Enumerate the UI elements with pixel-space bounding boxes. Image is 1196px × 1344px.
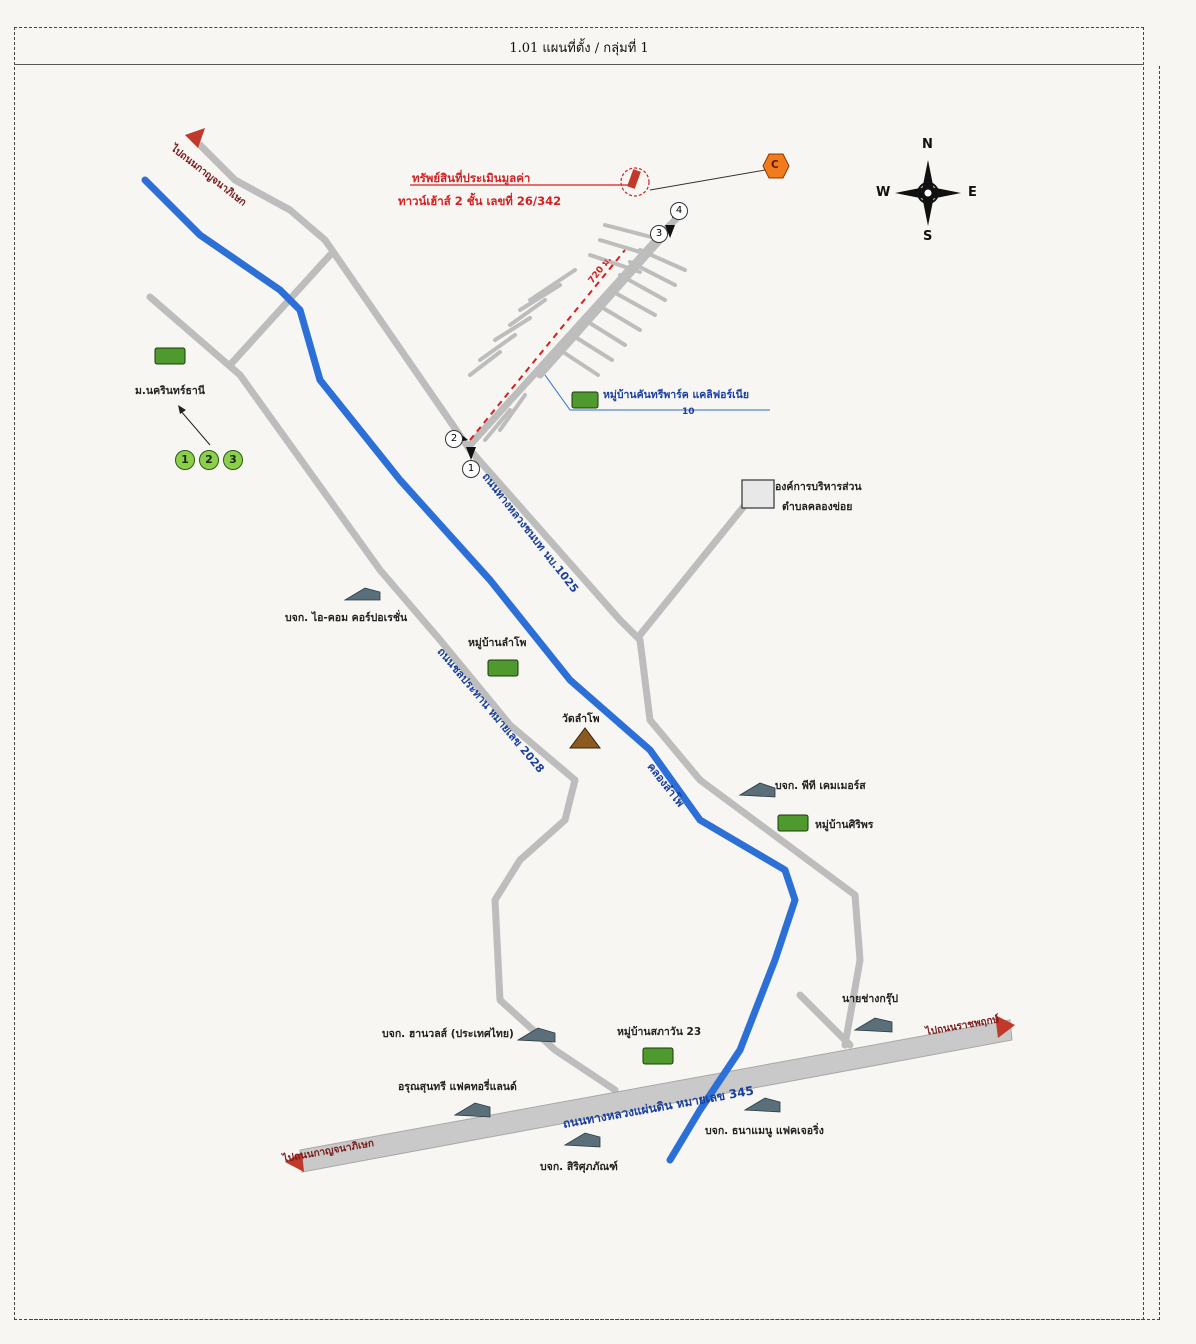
label-thanamongkol: บจก. ธนาแมนู แฟคเจอริ่ง (705, 1125, 824, 1137)
label-village-subject-sub: 10 (682, 407, 695, 417)
label-village-subject: หมู่บ้านคันทรีพาร์ค แคลิฟอร์เนีย (603, 389, 750, 401)
point-4: 4 (670, 202, 688, 220)
label-village-siriporn: หมู่บ้านศิริพร (815, 819, 874, 831)
page-title: 1.01 แผนที่ตั้ง / กลุ่มที่ 1 (14, 34, 1144, 65)
arrow-top-left (185, 128, 205, 148)
point-1: 1 (462, 460, 480, 478)
map-area-border (30, 66, 1160, 1320)
road-345 (299, 1019, 1013, 1173)
arrow-right (995, 1015, 1015, 1038)
label-sao-2: ตำบลคลองข่อย (782, 501, 853, 513)
label-village-23: หมู่บ้านสภาวัน 23 (617, 1026, 702, 1038)
compass-w: W (876, 185, 891, 200)
label-sao-1: องค์การบริหารส่วน (775, 481, 862, 493)
green-point-2: 2 (199, 450, 219, 470)
road-sao (636, 501, 749, 639)
label-icom: บจก. ไอ-คอม คอร์ปอเรชั่น (285, 612, 408, 624)
compass-icon (895, 160, 961, 226)
road-connector (226, 251, 334, 369)
factory-icons (343, 587, 893, 1148)
point-3: 3 (650, 225, 668, 243)
green-point-3: 3 (223, 450, 243, 470)
compass-n: N (922, 137, 933, 152)
subject-label-2: ทาวน์เฮ้าส์ 2 ชั้น เลขที่ 26/342 (398, 194, 562, 208)
label-pt: บจก. พีที เคมเมอร์ส (775, 780, 866, 792)
label-sirisupaphan: บจก. สิริศุภภัณฑ์ (540, 1161, 618, 1173)
sao-building-icon (741, 479, 775, 509)
green-point-1: 1 (175, 450, 195, 470)
label-arun: อรุณสุนทรี แฟคทอรี่แลนด์ (398, 1081, 517, 1093)
point-2: 2 (445, 430, 463, 448)
label-nai-chang: นายช่างกรุ๊ป (842, 993, 899, 1005)
village-icons (154, 347, 809, 1065)
label-hanwa: บจก. ฮานวลส์ (ประเทศไทย) (382, 1028, 514, 1040)
canal (141, 176, 799, 1164)
arrow-bottom-left (285, 1152, 304, 1172)
subject-label-1: ทรัพย์สินที่ประเมินมูลค่า (412, 171, 531, 185)
subject-marker-icon (762, 153, 790, 179)
road-left (146, 293, 619, 1094)
road-rural (196, 141, 864, 1049)
road-nai-chang (796, 991, 854, 1049)
label-university: ม.นครินทร์ธานี (135, 385, 205, 397)
temple-icon (569, 727, 601, 749)
label-village-lampho: หมู่บ้านลำโพ (468, 637, 527, 649)
label-temple: วัดลำโพ (562, 713, 600, 725)
subject-marker-letter: C (771, 159, 779, 171)
compass-s: S (923, 229, 933, 244)
compass-e: E (968, 185, 977, 200)
